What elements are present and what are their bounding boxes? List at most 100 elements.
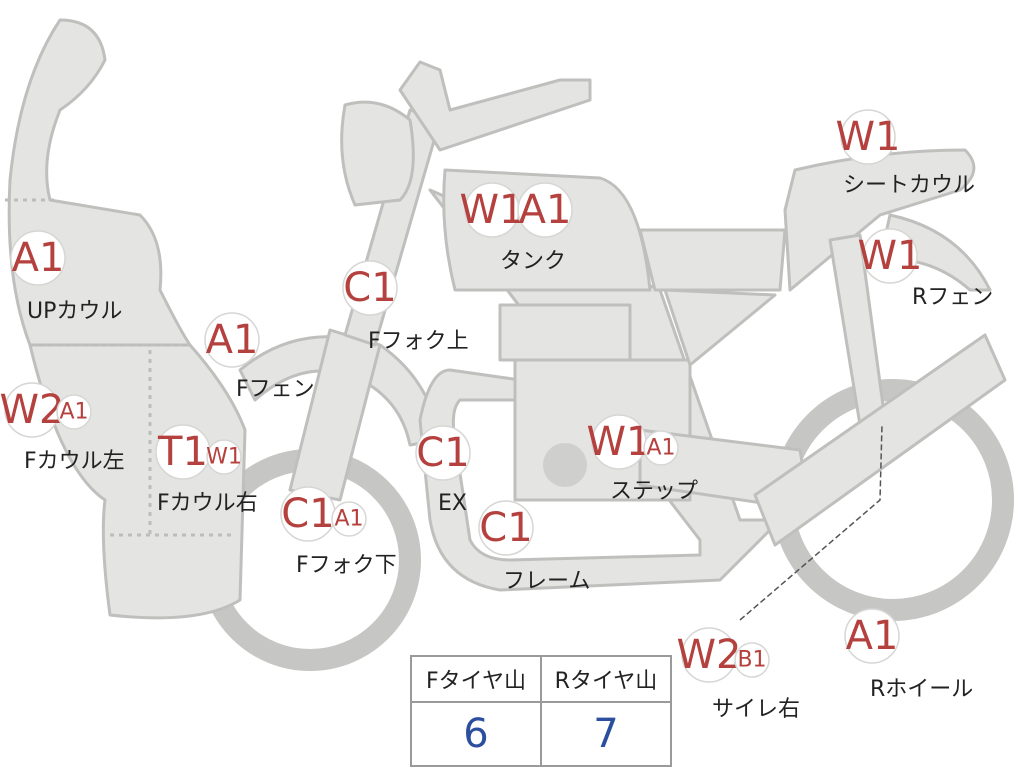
damage-code-text: A1 [519,187,572,233]
motorcycle-silhouette [5,18,1014,671]
rear-tire-value: 7 [540,703,670,765]
part-annotation-frame: C1 フレーム [478,500,590,594]
front-tire-header: Fタイヤ山 [426,669,526,694]
damage-code-badge: W1 [206,439,242,475]
damage-code-badge: W1 [587,414,652,470]
damage-code-circle [342,260,398,316]
damage-code-badge: C1 [478,500,534,556]
part-label: シートカウル [843,173,975,198]
part-label: UPカウル [27,299,122,324]
damage-code-text: W2 [0,387,65,433]
damage-code-circle [206,439,242,475]
damage-code-text: B1 [737,648,766,673]
part-label: EX [438,491,467,516]
part-label: フレーム [503,569,590,594]
damage-code-text: W1 [587,419,652,465]
damage-code-badge: W1 [836,109,901,165]
damage-code-badge: A1 [844,608,900,664]
lower-cowl-shape [28,343,247,620]
damage-code-badge: A1 [204,312,260,368]
engine-cover [543,443,587,487]
damage-code-circle [840,109,896,165]
engine-top [498,303,632,362]
seat-cowl-shape [783,148,976,292]
part-label: Fカウル左 [24,449,125,474]
damage-code-circle [415,425,471,481]
part-label: ステップ [610,479,698,504]
damage-code-badge: C1 [280,486,336,542]
damage-code-circle [331,501,367,537]
part-label: タンク [500,249,566,274]
damage-code-badge: W2 [0,382,65,438]
damage-code-text: A1 [59,400,88,425]
damage-code-badge: A1 [56,394,92,430]
damage-code-circle [734,642,770,678]
part-label: Fカウル右 [157,491,258,516]
damage-code-badge: W1 [460,182,525,238]
damage-code-circle [10,230,66,286]
part-label: Fフォク上 [368,329,469,354]
damage-code-circle [56,394,92,430]
damage-code-circle [862,228,918,284]
damage-code-text: W1 [836,114,901,160]
damage-code-text: T1 [157,429,208,475]
damage-code-text: W2 [677,632,742,678]
damage-code-badge: W1 [858,228,923,284]
seat-shape [638,228,787,292]
damage-code-badge: B1 [734,642,770,678]
side-cover-shape [663,288,777,367]
damage-code-text: A1 [846,613,899,659]
damage-code-badge: A1 [10,230,66,286]
upper-cowl-shape [7,18,192,347]
part-label: Rフェン [912,285,993,310]
part-label: Fフェン [236,377,315,402]
damage-code-text: W1 [206,445,242,470]
part-label: Rホイール [870,677,973,702]
damage-code-text: C1 [416,430,469,476]
muffler-shape [753,333,1007,547]
damage-code-circle [844,608,900,664]
damage-code-text: W1 [460,187,525,233]
damage-code-circle [517,182,573,238]
damage-code-circle [204,312,260,368]
handlebar-shape [398,60,592,152]
damage-code-text: A1 [646,436,675,461]
damage-code-badge: A1 [331,501,367,537]
damage-code-text: C1 [479,505,532,551]
damage-code-text: C1 [281,491,334,537]
damage-code-badge: A1 [517,182,573,238]
damage-code-badge: C1 [342,260,398,316]
damage-code-text: A1 [334,507,363,532]
rear-tire-header: Rタイヤ山 [540,657,670,701]
part-label: サイレ右 [712,697,800,722]
front-tire-value: 6 [463,711,489,757]
damage-code-badge: T1 [155,424,211,480]
damage-code-badge: A1 [643,430,679,466]
tire-tread-table: Fタイヤ山 Rタイヤ山 6 7 [410,655,672,767]
headlight-shape [340,100,415,207]
damage-code-text: C1 [343,265,396,311]
damage-code-badge: W2 [677,627,742,683]
part-label: Fフォク下 [296,553,397,578]
damage-code-text: W1 [858,233,923,279]
damage-code-text: A1 [12,235,65,281]
damage-code-badge: C1 [415,425,471,481]
damage-code-text: A1 [206,317,259,363]
leader-line [739,424,883,621]
part-annotation-seat-cowl: W1 シートカウル [836,109,975,198]
damage-code-circle [643,430,679,466]
